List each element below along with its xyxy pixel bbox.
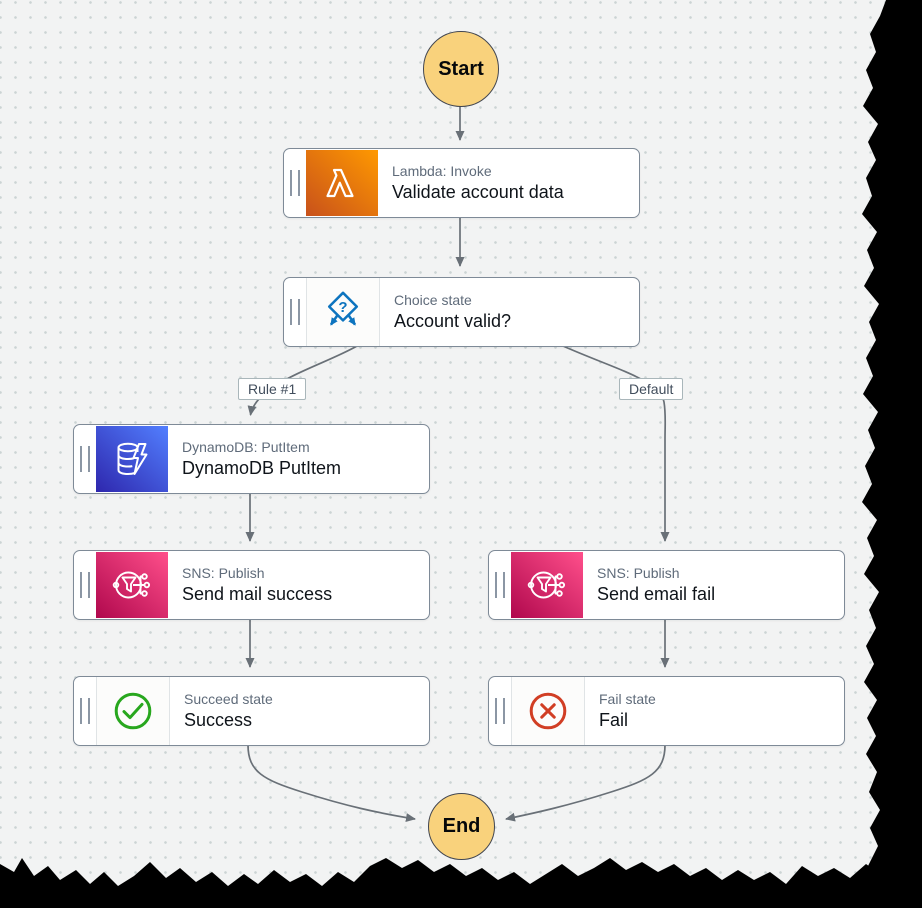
node-title: Validate account data <box>392 182 564 202</box>
sns-icon <box>511 551 583 619</box>
node-type: SNS: Publish <box>597 565 680 581</box>
node-type: Fail state <box>599 691 656 707</box>
node-success[interactable]: Succeed state Success <box>73 676 430 746</box>
fail-icon <box>511 677 585 745</box>
end-label: End <box>442 815 481 837</box>
drag-handle-icon[interactable] <box>284 149 306 217</box>
dynamodb-icon <box>96 425 168 493</box>
node-dynamodb-putitem[interactable]: DynamoDB: PutItem DynamoDB PutItem <box>73 424 430 494</box>
lambda-icon <box>306 149 378 217</box>
drag-handle-icon[interactable] <box>489 551 511 619</box>
node-type: Succeed state <box>184 691 273 707</box>
node-send-mail-success[interactable]: SNS: Publish Send mail success <box>73 550 430 620</box>
drag-handle-icon[interactable] <box>284 278 306 346</box>
edge-label-rule1: Rule #1 <box>238 378 307 400</box>
node-type: Lambda: Invoke <box>392 163 492 179</box>
edge-choice-snsfail <box>562 345 670 542</box>
edge-fail-end <box>505 744 666 822</box>
choice-icon: ? <box>306 278 380 346</box>
node-title: Send mail success <box>182 584 333 604</box>
node-title: Success <box>184 710 253 730</box>
start-label: Start <box>438 57 484 80</box>
node-validate-account-data[interactable]: Lambda: Invoke Validate account data <box>283 148 640 218</box>
succeed-icon <box>96 677 170 745</box>
edge-label-default: Default <box>619 378 684 400</box>
drag-handle-icon[interactable] <box>489 677 511 745</box>
sns-icon <box>96 551 168 619</box>
node-title: Send email fail <box>597 584 716 604</box>
node-title: Account valid? <box>394 311 512 331</box>
node-account-valid-choice[interactable]: ? Choice state Account valid? <box>283 277 640 347</box>
node-fail[interactable]: Fail state Fail <box>488 676 845 746</box>
node-title: DynamoDB PutItem <box>182 458 342 478</box>
drag-handle-icon[interactable] <box>74 677 96 745</box>
start-node: Start <box>423 31 499 107</box>
drag-handle-icon[interactable] <box>74 551 96 619</box>
end-node: End <box>428 793 495 860</box>
node-type: SNS: Publish <box>182 565 265 581</box>
edge-succeed-end <box>247 744 416 823</box>
drag-handle-icon[interactable] <box>74 425 96 493</box>
choice-question-mark: ? <box>338 299 347 316</box>
node-title: Fail <box>599 710 629 730</box>
node-send-email-fail[interactable]: SNS: Publish Send email fail <box>488 550 845 620</box>
node-type: Choice state <box>394 292 472 308</box>
node-type: DynamoDB: PutItem <box>182 439 310 455</box>
